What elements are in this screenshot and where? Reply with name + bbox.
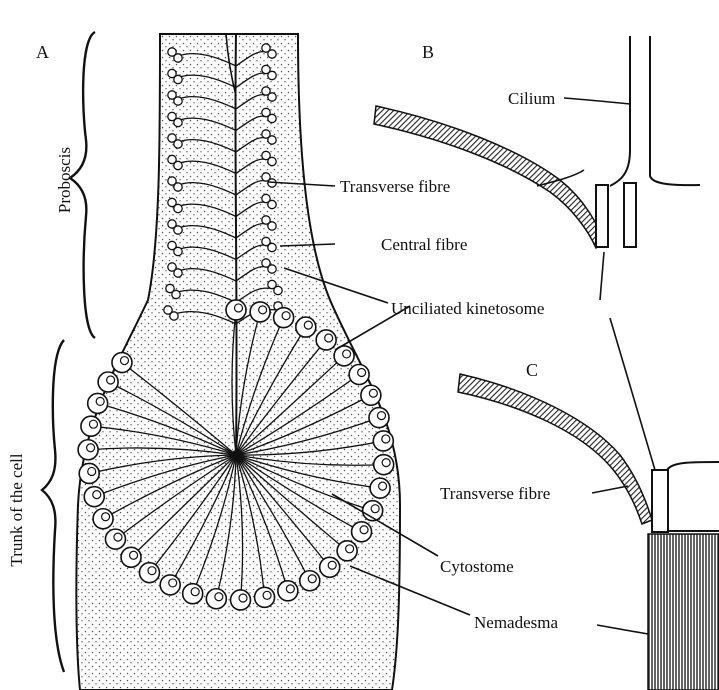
kinetosome-small — [174, 97, 182, 105]
kinetosome-small — [268, 265, 276, 273]
panel-b-drawing — [374, 36, 700, 248]
kinetosome-large — [79, 463, 99, 483]
kinetosome-large — [250, 302, 270, 322]
kinetosome-large — [316, 330, 336, 350]
kinetosome-small — [174, 183, 182, 191]
kinetosome-large — [278, 581, 298, 601]
kinetosome-large — [226, 300, 246, 320]
panel-c-drawing — [458, 374, 719, 690]
panel-c-label: C — [526, 360, 538, 380]
kinetosome-small — [174, 118, 182, 126]
kinetosome-large — [274, 308, 294, 328]
kinetosome-large — [296, 317, 316, 337]
kinetosome-small — [268, 50, 276, 58]
kinetosome-small — [174, 75, 182, 83]
kinetosome-b2 — [624, 183, 636, 247]
kinetosome-small — [268, 136, 276, 144]
kinetosome-large — [370, 478, 390, 498]
cytostome-label: Cytostome — [440, 557, 514, 576]
kinetosome-small — [268, 157, 276, 165]
kinetosome-large — [112, 353, 132, 373]
kinetosome-large — [93, 509, 113, 529]
kinetosome-small — [174, 204, 182, 212]
central-fibre-label: Central fibre — [381, 235, 467, 254]
kinetosome-large — [374, 455, 394, 475]
kinetosome-small — [170, 312, 178, 320]
nemadesma-block — [648, 534, 719, 690]
kinetosome-small — [274, 286, 282, 294]
kinetosome-large — [352, 522, 372, 542]
kinetosome-large — [78, 440, 98, 460]
kinetosome-large — [206, 589, 226, 609]
panel-a-label: A — [36, 42, 49, 62]
cilium-outline — [610, 36, 700, 186]
kinetosome-large — [139, 563, 159, 583]
kinetosome-small — [268, 243, 276, 251]
kinetosome-small — [268, 93, 276, 101]
kinetosome-large — [160, 575, 180, 595]
kinetosome-large — [231, 590, 251, 610]
kinetosome-small — [174, 140, 182, 148]
trunk-label: Trunk of the cell — [7, 453, 26, 566]
proboscis-label: Proboscis — [55, 147, 74, 213]
kinetosome-small — [268, 71, 276, 79]
panel-b-label: B — [422, 42, 434, 62]
kinetosome-large — [369, 408, 389, 428]
kinetosome-small — [174, 269, 182, 277]
kinetosome-small — [268, 222, 276, 230]
kinetosome-b1 — [596, 185, 608, 247]
kinetosome-large — [84, 487, 104, 507]
kinetosome-small — [268, 200, 276, 208]
kinetosome-large — [255, 587, 275, 607]
kinetosome-large — [81, 416, 101, 436]
cilium-label: Cilium — [508, 89, 555, 108]
kinetosome-large — [373, 431, 393, 451]
kinetosome-c — [652, 470, 668, 532]
transverse-fibre-c-label: Transverse fibre — [440, 484, 550, 503]
kinetosome-large — [121, 547, 141, 567]
nemadesma-label: Nemadesma — [474, 613, 558, 632]
kinetosome-small — [174, 161, 182, 169]
unciliated-kinetosome-label: Unciliated kinetosome — [391, 299, 544, 318]
kinetosome-large — [105, 529, 125, 549]
kinetosome-small — [174, 54, 182, 62]
kinetosome-large — [98, 372, 118, 392]
transverse-fibre-label: Transverse fibre — [340, 177, 450, 196]
kinetosome-large — [349, 365, 369, 385]
kinetosome-large — [183, 584, 203, 604]
kinetosome-large — [320, 557, 340, 577]
kinetosome-large — [361, 385, 381, 405]
kinetosome-large — [337, 541, 357, 561]
kinetosome-small — [172, 290, 180, 298]
kinetosome-small — [268, 114, 276, 122]
trunk-brace — [42, 340, 64, 672]
kinetosome-large — [88, 393, 108, 413]
central-fibre — [235, 34, 236, 455]
kinetosome-small — [174, 247, 182, 255]
kinetosome-small — [174, 226, 182, 234]
kinetosome-large — [300, 571, 320, 591]
